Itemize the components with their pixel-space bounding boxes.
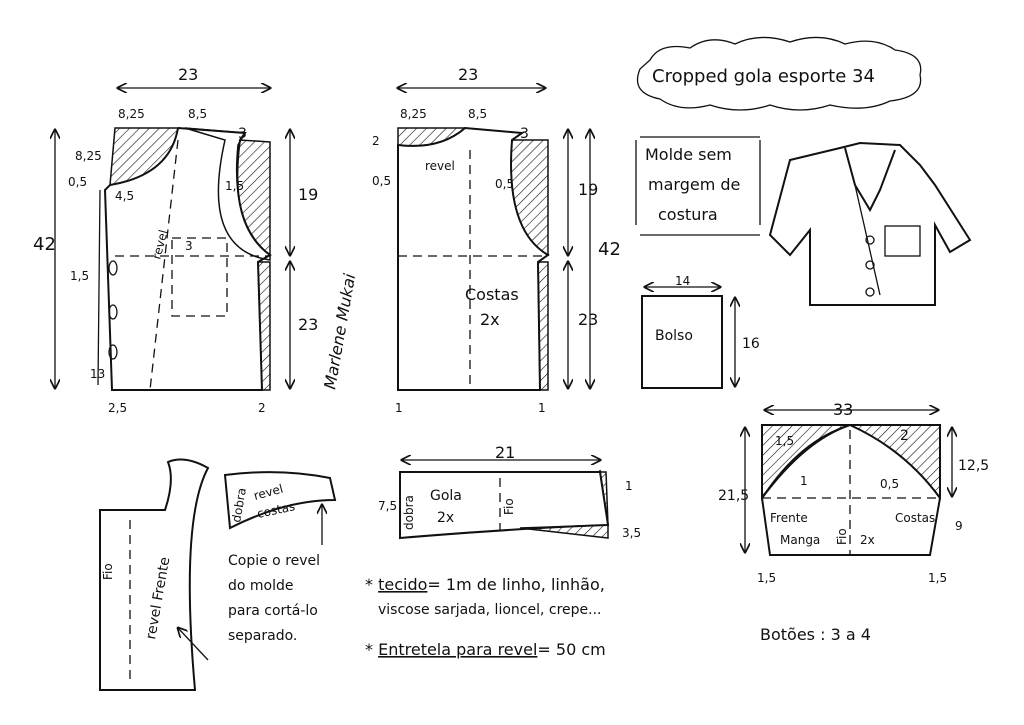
front-hem-left: 2,5 — [108, 401, 127, 415]
front-left-45: 4,5 — [115, 189, 134, 203]
materials-line-3: * Entretela para revel= 50 cm — [365, 640, 606, 659]
collar-fold: dobra — [402, 495, 416, 530]
sleeve-left-15: 1,5 — [775, 434, 794, 448]
sleeve-cap: 12,5 — [958, 458, 989, 474]
sleeve-height: 21,5 — [718, 488, 749, 504]
sleeve-right-05: 0,5 — [880, 477, 899, 491]
materials-interfacing: = 50 cm — [537, 640, 605, 659]
back-label: Costas — [465, 285, 519, 304]
back-armhole-05: 0,5 — [495, 177, 514, 191]
note-no-seam-allowance: Molde sem margem de costura — [635, 136, 761, 236]
front-left-05: 0,5 — [68, 175, 87, 189]
back-hem-left: 1 — [395, 401, 403, 415]
title-cloud: Cropped gola esporte 34 — [636, 36, 922, 111]
back-width: 23 — [458, 65, 478, 84]
instruction-line-2: do molde — [228, 578, 294, 594]
instruction-line-4: separado. — [228, 628, 297, 644]
front-side-15: 1,5 — [70, 269, 89, 283]
sleeve-bottom-right: 9 — [955, 519, 963, 533]
front-hem-right: 2 — [258, 401, 266, 415]
pocket-height: 16 — [742, 336, 760, 352]
front-width: 23 — [178, 65, 198, 84]
front-bottom-13: 13 — [90, 367, 105, 381]
back-revel-label: revel — [425, 159, 455, 173]
front-pocket-drop: 3 — [185, 239, 193, 253]
collar-pattern: 21 7,5 dobra Fio Gola 2x 3,5 1 — [378, 443, 641, 540]
sleeve-width: 33 — [833, 400, 853, 419]
sleeve-count: 2x — [860, 533, 875, 547]
signature: Marlene Mukai — [320, 272, 359, 391]
back-drop: 3 — [520, 126, 529, 142]
back-hem-right: 1 — [538, 401, 546, 415]
back-count: 2x — [480, 310, 500, 329]
collar-label: Gola — [430, 488, 462, 504]
front-upper: 19 — [298, 185, 318, 204]
note-line-3: costura — [658, 205, 718, 224]
back-facing-label-2: costas — [256, 499, 297, 521]
title-text: Cropped gola esporte 34 — [652, 66, 875, 87]
sleeve-left-1: 1 — [800, 474, 808, 488]
back-facing-label: revel — [252, 482, 284, 503]
front-facing-grain: Fio — [101, 563, 115, 580]
sleeve-hem-right: 1,5 — [928, 571, 947, 585]
collar-top-right: 1 — [625, 479, 633, 493]
materials-fabric: = 1m de linho, linhão, — [427, 575, 604, 594]
front-neck: 8,25 — [118, 107, 145, 121]
front-neck-depth: 8,25 — [75, 149, 102, 163]
materials-fabric-key: tecido — [378, 575, 427, 594]
pocket-width: 14 — [675, 274, 690, 288]
sleeve-back: Costas — [895, 511, 935, 525]
materials-line-1: * tecido= 1m de linho, linhão, — [365, 575, 605, 594]
front-total: 42 — [33, 234, 56, 255]
back-neck-rise: 2 — [372, 134, 380, 148]
facing-instructions: Copie o revel do molde para cortá-lo sep… — [178, 553, 320, 661]
sleeve-name: Manga — [780, 533, 820, 547]
front-facing-label: revel Frente — [143, 556, 173, 641]
back-facing-fold: dobra — [229, 487, 249, 524]
back-lower: 23 — [578, 310, 598, 329]
collar-tip: 3,5 — [622, 526, 641, 540]
pocket-label: Bolso — [655, 328, 693, 344]
collar-width: 21 — [495, 443, 515, 462]
back-left-05: 0,5 — [372, 174, 391, 188]
sleeve-pattern: 33 21,5 12,5 9 1,5 2 1 0,5 Frente Costas… — [718, 400, 989, 585]
pocket-pattern: 14 16 Bolso — [641, 274, 760, 389]
instruction-line-1: Copie o revel — [228, 553, 320, 569]
front-armhole-15: 1,5 — [225, 179, 244, 193]
front-bodice-pattern: 23 8,25 8,5 3 8,25 0,5 4,5 1,5 42 19 23 … — [33, 65, 318, 415]
front-lower: 23 — [298, 315, 318, 334]
collar-count: 2x — [437, 510, 454, 526]
materials-interfacing-key: Entretela para revel — [378, 640, 537, 659]
back-shoulder: 8,5 — [468, 107, 487, 121]
buttons-note: Botões : 3 a 4 — [760, 625, 871, 644]
collar-grain: Fio — [502, 498, 516, 515]
materials-line-2: viscose sarjada, lioncel, crepe... — [378, 602, 601, 618]
jacket-illustration — [768, 141, 972, 306]
sleeve-front: Frente — [770, 511, 808, 525]
sleeve-right-2: 2 — [900, 428, 909, 444]
front-drop: 3 — [238, 126, 247, 142]
back-upper: 19 — [578, 180, 598, 199]
instruction-line-3: para cortá-lo — [228, 603, 318, 619]
back-bodice-pattern: 23 8,25 8,5 3 2 0,5 revel 0,5 19 23 42 C… — [372, 65, 621, 415]
back-facing-pattern: dobra revel costas — [223, 471, 337, 545]
front-shoulder: 8,5 — [188, 107, 207, 121]
back-total: 42 — [598, 239, 621, 260]
collar-height: 7,5 — [378, 499, 397, 513]
front-facing-pattern: Fio revel Frente — [99, 458, 210, 691]
note-line-2: margem de — [648, 175, 740, 194]
note-line-1: Molde sem — [645, 145, 732, 164]
sleeve-hem-left: 1,5 — [757, 571, 776, 585]
back-neck: 8,25 — [400, 107, 427, 121]
materials-note: * tecido= 1m de linho, linhão, viscose s… — [365, 575, 606, 659]
sleeve-grain: Fio — [835, 528, 849, 545]
